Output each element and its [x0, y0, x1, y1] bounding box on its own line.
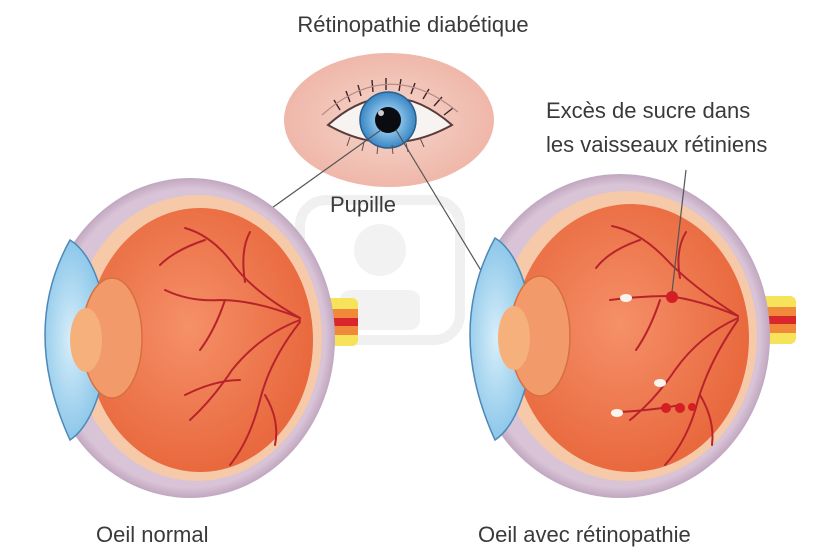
normal-eye-illustration — [45, 178, 358, 498]
excess-sugar-label-line2: les vaisseaux rétiniens — [546, 128, 767, 162]
excess-sugar-label: Excès de sucre dans les vaisseaux rétini… — [546, 94, 767, 162]
diagram-title: Rétinopathie diabétique — [0, 14, 826, 36]
excess-sugar-label-line1: Excès de sucre dans — [546, 94, 767, 128]
retinopathy-eye-illustration — [470, 170, 796, 498]
retinopathy-eye-label: Oeil avec rétinopathie — [478, 524, 691, 546]
normal-eye-label: Oeil normal — [96, 524, 208, 546]
pupil-label: Pupille — [330, 194, 396, 216]
front-eye-illustration — [284, 53, 494, 187]
